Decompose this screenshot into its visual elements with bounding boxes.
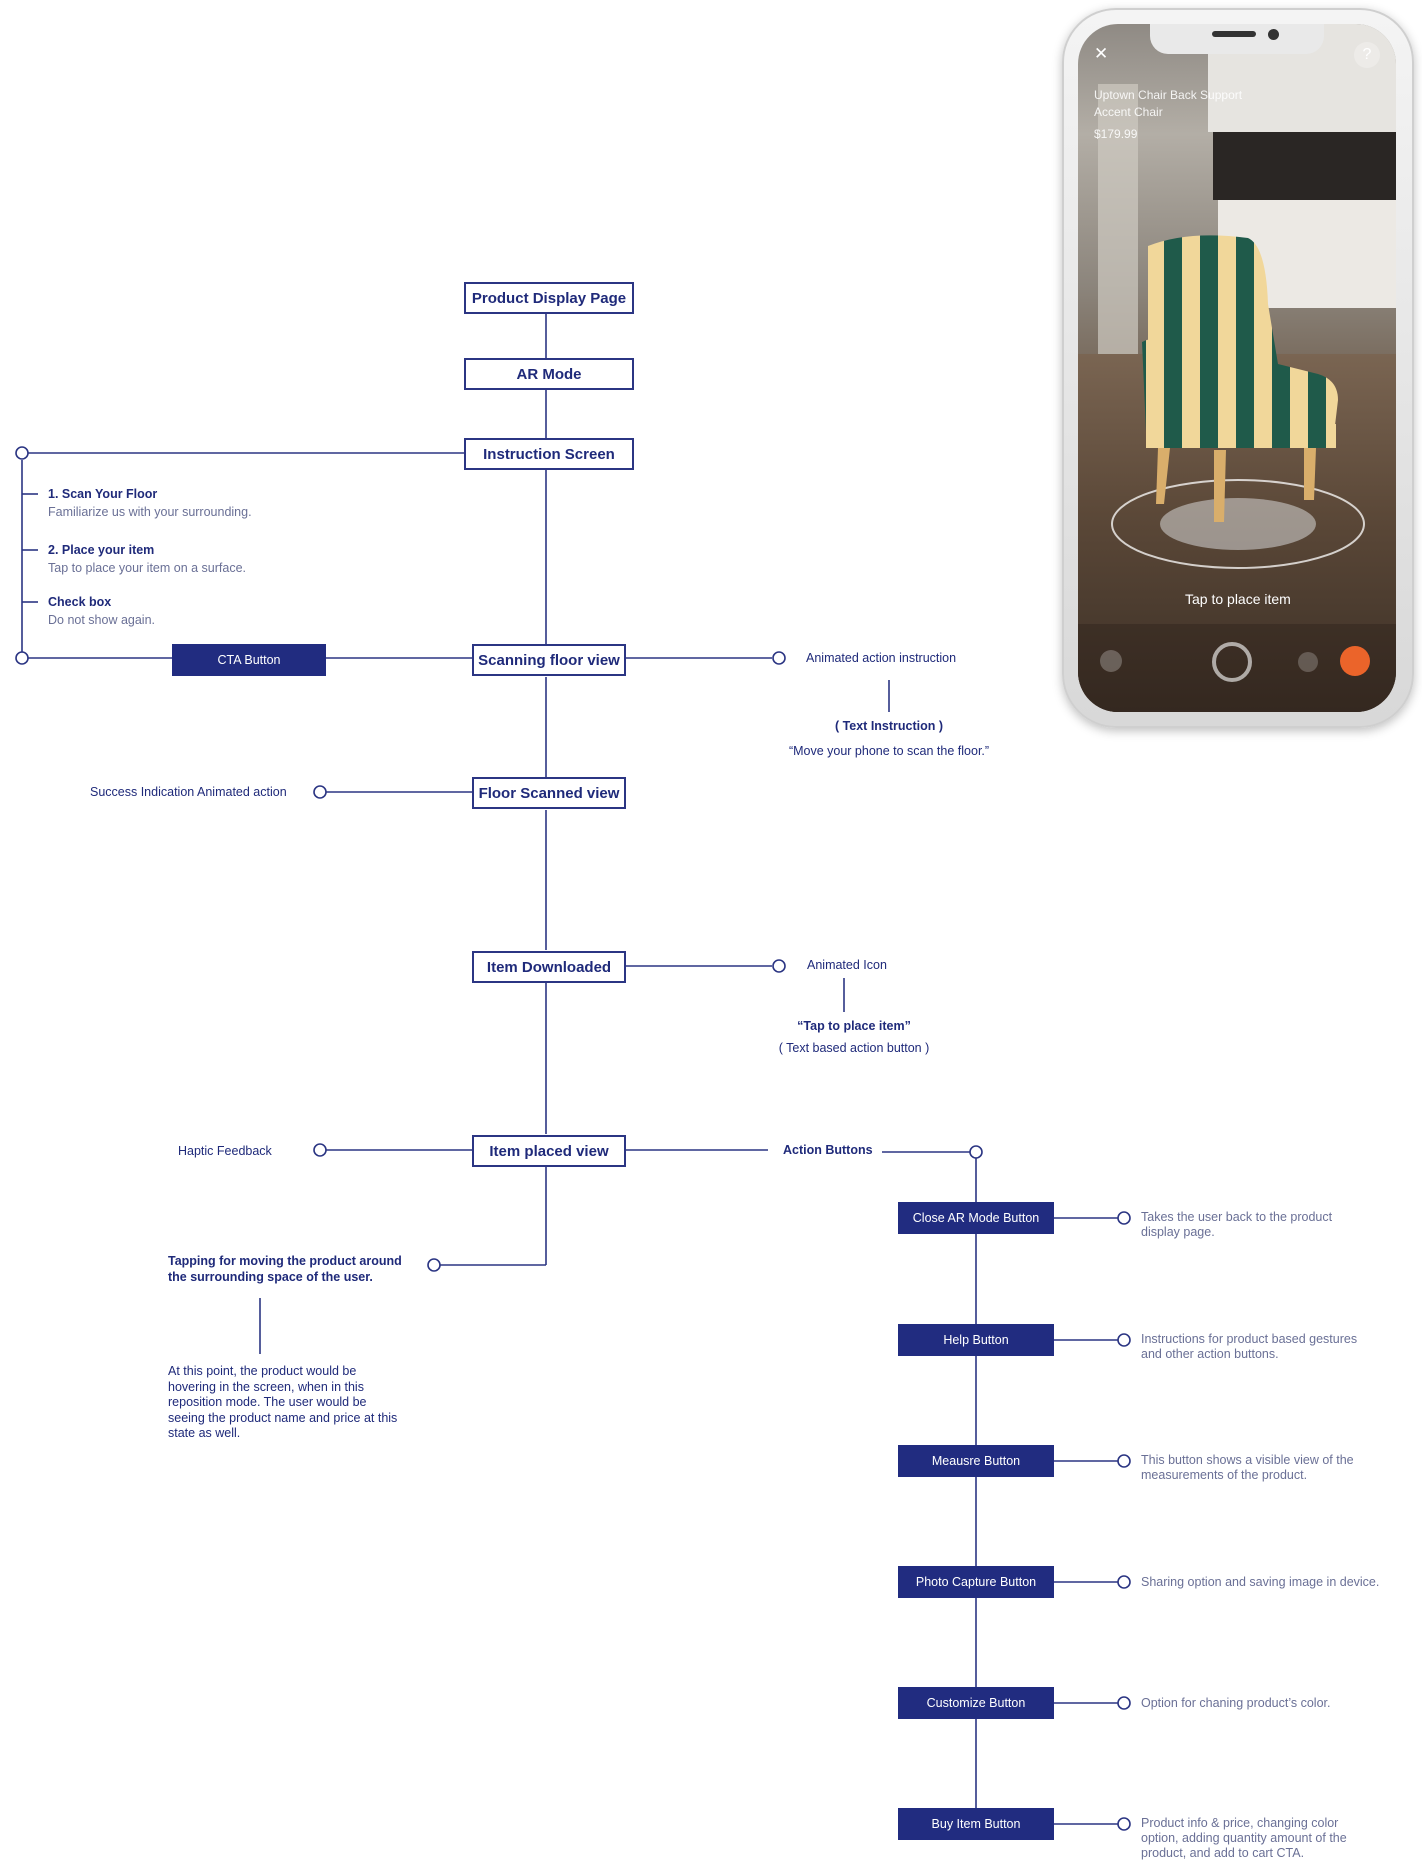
buy-item-desc-line1: Product info & price, changing color bbox=[1141, 1816, 1339, 1830]
instruction-check-desc: Do not show again. bbox=[48, 613, 156, 627]
haptic-feedback-label: Haptic Feedback bbox=[178, 1144, 272, 1158]
close-ar-mode-button: Close AR Mode Button bbox=[898, 1202, 1054, 1234]
instruction-step1-desc: Familiarize us with your surrounding. bbox=[48, 505, 252, 519]
measure-desc-line1: This button shows a visible view of the bbox=[1141, 1453, 1354, 1467]
buy-item-desc-line3: product, and add to cart CTA. bbox=[1141, 1846, 1305, 1860]
product-name-line2: Accent Chair bbox=[1094, 105, 1163, 119]
reposition-note: At this point, the product would be hove… bbox=[168, 1364, 397, 1442]
success-indication-label: Success Indication Animated action bbox=[90, 785, 287, 799]
photo-capture-desc-line1: Sharing option and saving image in devic… bbox=[1141, 1575, 1380, 1589]
reposition-note-line2: hovering in the screen, when in this bbox=[168, 1379, 364, 1394]
reposition-note-line3: reposition mode. The user would be bbox=[168, 1395, 367, 1409]
buy-item-desc: Product info & price, changing color opt… bbox=[1141, 1816, 1347, 1861]
tap-to-place-item-button[interactable]: Tap to place item bbox=[1185, 591, 1291, 607]
customize-button: Customize Button bbox=[898, 1687, 1054, 1719]
photo-capture-desc: Sharing option and saving image in devic… bbox=[1141, 1575, 1379, 1590]
text-instruction-label: ( Text Instruction ) bbox=[834, 719, 944, 733]
tapping-note-line2: the surrounding space of the user. bbox=[168, 1269, 373, 1284]
striped-chair-image bbox=[1142, 235, 1338, 522]
text-based-action-button-label: ( Text based action button ) bbox=[778, 1041, 930, 1055]
node-product-display-page: Product Display Page bbox=[464, 282, 634, 314]
action-buttons-label: Action Buttons bbox=[783, 1143, 873, 1157]
help-icon-glyph: ? bbox=[1362, 46, 1372, 63]
node-floor-scanned-view: Floor Scanned view bbox=[472, 777, 626, 809]
buy-item-desc-line2: option, adding quantity amount of the bbox=[1141, 1831, 1347, 1845]
close-ar-mode-desc-line2: display page. bbox=[1141, 1225, 1215, 1239]
phone-notch bbox=[1150, 24, 1324, 54]
measure-button: Meausre Button bbox=[898, 1445, 1054, 1477]
reposition-note-line1: At this point, the product would be bbox=[168, 1364, 357, 1378]
help-desc-line2: and other action buttons. bbox=[1141, 1347, 1279, 1361]
phone-front-camera bbox=[1268, 29, 1279, 40]
close-ar-mode-desc: Takes the user back to the product displ… bbox=[1141, 1210, 1332, 1240]
close-icon[interactable]: ✕ bbox=[1094, 44, 1109, 63]
edit-icon[interactable] bbox=[1298, 652, 1318, 672]
help-button-desc: Instructions for product based gestures … bbox=[1141, 1332, 1357, 1362]
close-ar-mode-desc-line1: Takes the user back to the product bbox=[1141, 1210, 1333, 1224]
measure-desc-line2: measurements of the product. bbox=[1141, 1468, 1308, 1482]
cta-button: CTA Button bbox=[172, 644, 326, 676]
scan-floor-quote: “Move your phone to scan the floor.” bbox=[788, 744, 990, 758]
instruction-step1-title: 1. Scan Your Floor bbox=[48, 487, 158, 501]
measure-button-desc: This button shows a visible view of the … bbox=[1141, 1453, 1354, 1483]
tapping-note-line1: Tapping for moving the product around bbox=[168, 1254, 402, 1268]
node-instruction-screen: Instruction Screen bbox=[464, 438, 634, 470]
placement-ring bbox=[1111, 479, 1365, 569]
tapping-note: Tapping for moving the product around th… bbox=[168, 1254, 402, 1285]
node-scanning-floor-view: Scanning floor view bbox=[472, 644, 626, 676]
node-ar-mode: AR Mode bbox=[464, 358, 634, 390]
gallery-icon[interactable] bbox=[1100, 650, 1122, 672]
instruction-check-title: Check box bbox=[48, 595, 112, 609]
phone-speaker bbox=[1212, 31, 1256, 37]
help-button: Help Button bbox=[898, 1324, 1054, 1356]
capture-orange-button[interactable] bbox=[1340, 646, 1370, 676]
instruction-step2-title: 2. Place your item bbox=[48, 543, 155, 557]
product-price: $179.99 bbox=[1094, 127, 1138, 141]
node-item-downloaded: Item Downloaded bbox=[472, 951, 626, 983]
reposition-note-line5: state as well. bbox=[168, 1426, 241, 1440]
buy-item-button: Buy Item Button bbox=[898, 1808, 1054, 1840]
help-icon[interactable]: ? bbox=[1354, 42, 1380, 68]
kitchen-backsplash bbox=[1213, 132, 1396, 200]
help-desc-line1: Instructions for product based gestures bbox=[1141, 1332, 1358, 1346]
customize-desc: Option for chaning product’s color. bbox=[1141, 1696, 1330, 1711]
tap-to-place-quote: “Tap to place item” bbox=[797, 1019, 911, 1033]
customize-desc-line1: Option for chaning product’s color. bbox=[1141, 1696, 1331, 1710]
instruction-step2-desc: Tap to place your item on a surface. bbox=[48, 561, 247, 575]
photo-capture-button: Photo Capture Button bbox=[898, 1566, 1054, 1598]
animated-icon-label: Animated Icon bbox=[807, 958, 887, 972]
node-item-placed-view: Item placed view bbox=[472, 1135, 626, 1167]
reposition-note-line4: seeing the product name and price at thi… bbox=[168, 1410, 398, 1425]
product-name-line1: Uptown Chair Back Support bbox=[1094, 88, 1243, 102]
shutter-button[interactable] bbox=[1212, 642, 1252, 682]
ar-camera-screen bbox=[1078, 24, 1396, 712]
doorway bbox=[1098, 84, 1138, 384]
animated-action-instruction: Animated action instruction bbox=[806, 651, 957, 665]
